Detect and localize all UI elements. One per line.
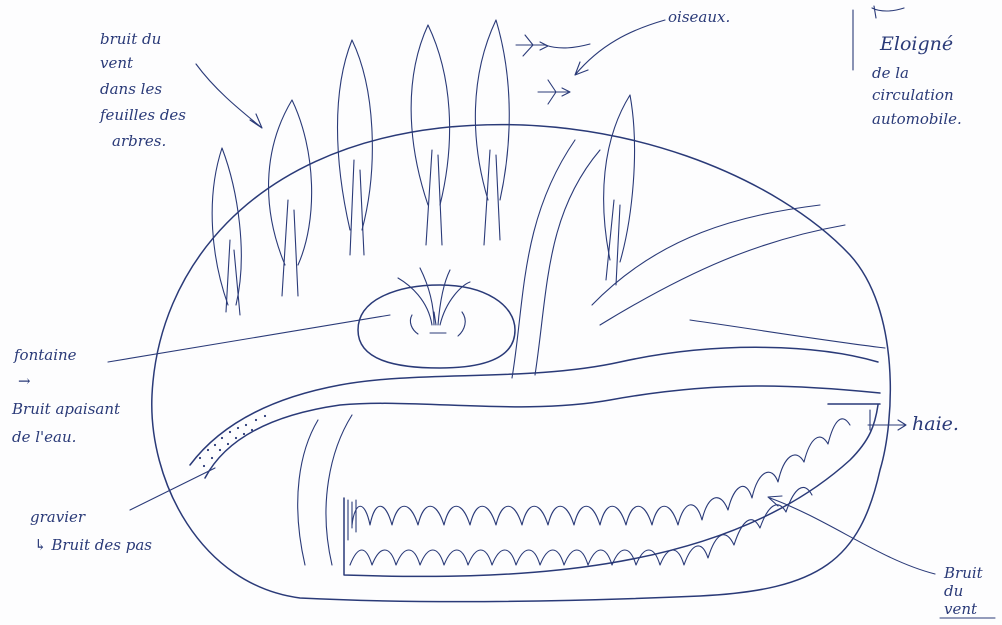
path-lower-edge	[205, 386, 880, 478]
label-line: vent	[944, 600, 978, 618]
path-branch-left	[298, 420, 318, 565]
label-line: de la	[872, 64, 909, 82]
label-wind-hedge: Bruit du vent	[943, 564, 984, 618]
label-line: bruit du	[100, 30, 161, 48]
label-line: ↳ Bruit des pas	[34, 536, 152, 554]
label-fountain: fontaine → Bruit apaisant de l'eau.	[11, 346, 121, 446]
label-line: circulation	[872, 86, 954, 104]
tree	[338, 40, 373, 230]
label-line: dans les	[100, 80, 162, 98]
gravel-path	[190, 140, 885, 565]
label-line: de l'eau.	[12, 428, 76, 446]
label-line: →	[18, 372, 31, 390]
label-line: vent	[100, 54, 134, 72]
birds	[516, 35, 570, 104]
label-line: arbres.	[112, 132, 166, 150]
hedge-zigzag-bottom	[350, 487, 812, 565]
tree-trunk	[282, 200, 298, 296]
label-line: gravier	[30, 508, 86, 526]
tree	[475, 20, 509, 200]
label-line: automobile.	[872, 110, 962, 128]
tree-trunk	[606, 200, 620, 285]
label-line: fontaine	[13, 346, 77, 364]
path-right-upper	[600, 225, 845, 325]
arrow-birds	[575, 20, 665, 75]
label-hedge: haie.	[912, 413, 959, 435]
label-line: Bruit	[943, 564, 984, 582]
tree	[269, 100, 312, 265]
label-gravel: gravier ↳ Bruit des pas	[30, 508, 152, 554]
bird-icon	[538, 80, 570, 104]
garden-boundary	[152, 125, 891, 602]
path-branch-up	[512, 140, 575, 378]
fountain	[358, 268, 515, 368]
leader-lines	[108, 10, 995, 618]
path-branch-up	[535, 150, 600, 375]
hedge-boundary	[344, 404, 880, 576]
hedge-stubs	[348, 500, 356, 540]
label-line: Eloigné	[879, 33, 953, 55]
scribble	[872, 6, 904, 18]
line-birds-left	[545, 44, 590, 48]
arrow-hedge	[868, 410, 906, 430]
label-line: Bruit apaisant	[11, 400, 121, 418]
path-right-middle	[690, 320, 885, 348]
hedge-zigzag-top	[352, 419, 850, 525]
arrow-wind-trees	[196, 64, 262, 128]
label-wind-trees: bruit du vent dans les feuilles des arbr…	[99, 30, 186, 150]
label-line: feuilles des	[99, 106, 186, 124]
bird-icon	[516, 35, 548, 56]
line-gravel	[130, 468, 215, 510]
arrow-wind-hedge	[768, 496, 935, 574]
path-branch-left	[326, 415, 352, 565]
label-line: du	[944, 582, 963, 600]
tree-trunk	[484, 150, 500, 245]
gravel-stipple	[199, 415, 266, 467]
tree-trunk	[350, 160, 364, 255]
tree-trunk	[426, 150, 442, 245]
fountain-jets	[398, 268, 470, 333]
tree	[604, 95, 635, 262]
path-right-upper	[592, 205, 820, 305]
label-far-from-traffic: Eloigné de la circulation automobile.	[872, 6, 962, 128]
hedge	[344, 404, 880, 576]
fountain-pond	[358, 285, 515, 368]
trees	[212, 20, 634, 315]
line-fountain	[108, 315, 390, 362]
label-birds: oiseaux.	[668, 8, 730, 26]
